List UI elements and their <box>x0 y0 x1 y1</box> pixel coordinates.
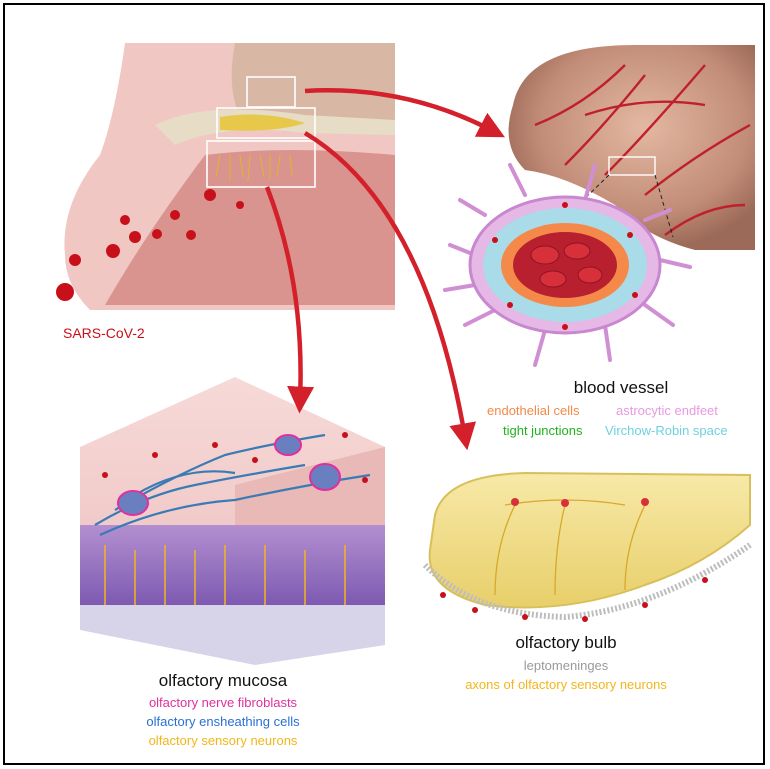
blood-vessel-title: blood vessel <box>574 380 669 396</box>
virus-label: SARS-CoV-2 <box>63 325 145 341</box>
label-olfactory-ensheathing-cells: olfactory ensheathing cells <box>146 714 299 730</box>
olfactory-mucosa-title: olfactory mucosa <box>159 673 288 689</box>
label-endothelial-cells: endothelial cells <box>487 403 580 419</box>
label-olfactory-sensory-neurons: olfactory sensory neurons <box>149 733 298 749</box>
label-astrocytic-endfeet: astrocytic endfeet <box>616 403 718 419</box>
olfactory-mucosa-illustration <box>80 377 385 665</box>
label-leptomeninges: leptomeninges <box>524 658 609 674</box>
label-axons-olfactory-sensory-neurons: axons of olfactory sensory neurons <box>465 677 667 693</box>
figure-frame: SARS-CoV-2 blood vessel endothelial cell… <box>3 3 765 765</box>
label-tight-junctions: tight junctions <box>503 423 583 439</box>
nasal-cavity-illustration <box>55 43 395 313</box>
olfactory-bulb-title: olfactory bulb <box>515 635 616 651</box>
label-olfactory-nerve-fibroblasts: olfactory nerve fibroblasts <box>149 695 297 711</box>
label-virchow-robin-space: Virchow-Robin space <box>605 423 728 439</box>
olfactory-bulb-illustration <box>425 473 750 622</box>
